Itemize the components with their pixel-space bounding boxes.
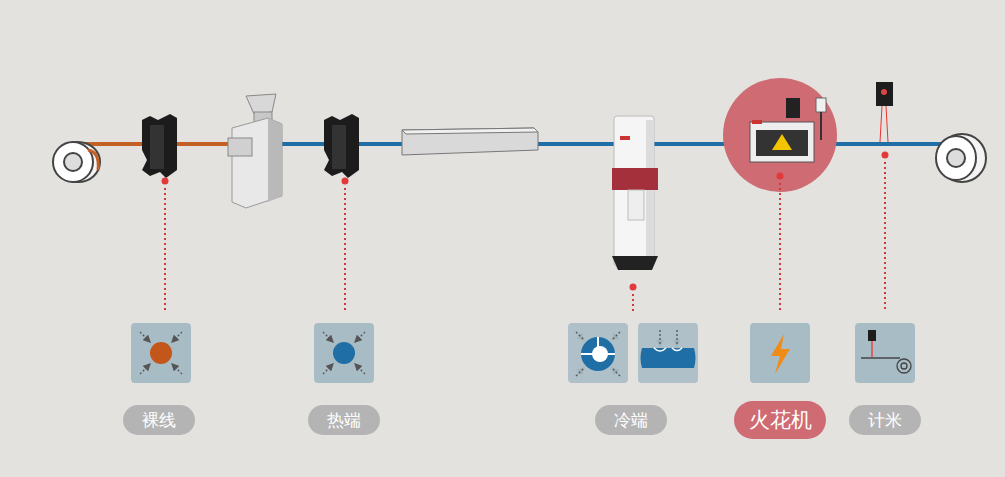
cooling-trough <box>402 128 538 155</box>
stage-name: 裸线 <box>142 409 176 432</box>
icon-tiles <box>131 323 915 383</box>
stage-label: 计米 <box>849 405 921 435</box>
length-counter <box>876 82 893 142</box>
take-up-spool <box>936 134 986 182</box>
stage-label: 热端 <box>308 405 380 435</box>
diameter-gauge-tower <box>612 116 658 270</box>
extruder <box>228 94 282 208</box>
stage-name: 冷端 <box>614 409 648 432</box>
spark-tester <box>750 98 826 162</box>
stage-name: 火花机 <box>749 406 812 434</box>
pay-off-spool <box>53 142 100 182</box>
spark-highlight <box>723 78 837 192</box>
gauge-head <box>324 114 359 178</box>
leader-lines <box>162 152 889 313</box>
stage-label: 裸线 <box>123 405 195 435</box>
stage-name: 热端 <box>327 409 361 432</box>
stage-name: 计米 <box>868 409 902 432</box>
highlight-label: 火花机 <box>734 401 826 439</box>
stage-label: 冷端 <box>595 405 667 435</box>
gauge-head <box>142 114 177 178</box>
